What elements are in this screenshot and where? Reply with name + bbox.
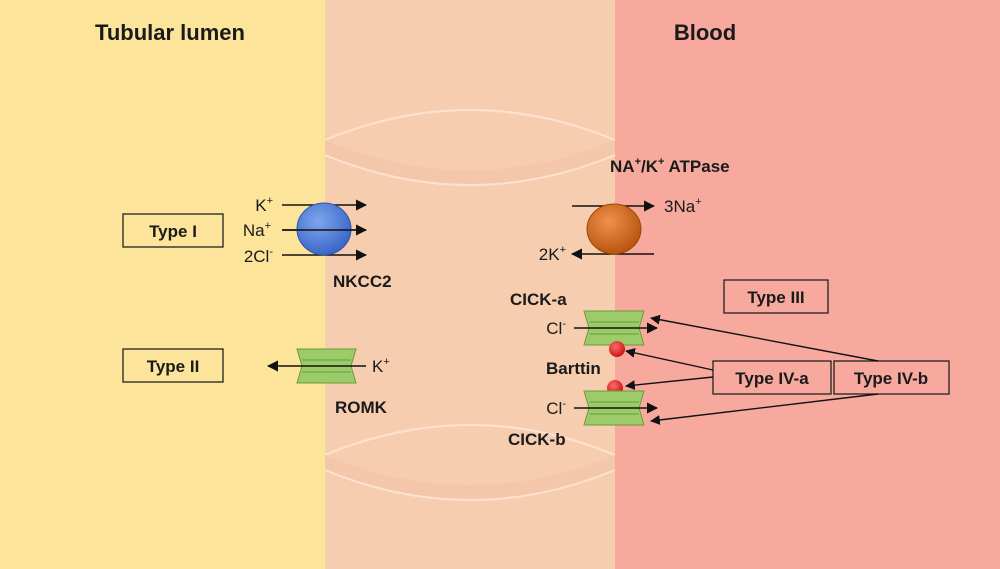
romk-name: ROMK xyxy=(335,398,388,417)
type3-box: Type III xyxy=(723,279,829,314)
clckb-cl-label: Cl- xyxy=(546,398,566,418)
clcka-channel: CICK-a Cl- xyxy=(510,290,659,346)
type1-box: Type I xyxy=(122,213,224,248)
nkcc2-cl-label: 2Cl- xyxy=(244,246,274,266)
blood-title: Blood xyxy=(674,20,736,45)
atpase-name: NA+/K+ ATPase xyxy=(610,156,730,176)
clckb-channel: Cl- CICK-b xyxy=(508,390,659,449)
atpase-k-label: 2K+ xyxy=(539,244,566,264)
type4b-to-clckb xyxy=(650,393,879,425)
type4a-to-barttin-lower xyxy=(625,376,714,390)
nkcc2-na-label: Na+ xyxy=(243,220,271,240)
cell-top-edge xyxy=(324,154,616,186)
blood-region xyxy=(615,0,1000,569)
cell-bottom-band xyxy=(325,455,615,500)
cell-top-band xyxy=(325,140,615,185)
nkcc2-protein xyxy=(296,202,352,256)
romk-k-label: K+ xyxy=(372,356,390,376)
lumen-region xyxy=(0,0,325,569)
cell-bottom-curve xyxy=(324,424,616,456)
nkcc2-transporter: K+ Na+ 2Cl- NKCC2 xyxy=(243,195,392,291)
barttin-dot-upper xyxy=(609,341,625,357)
type3-label: Type III xyxy=(747,288,804,307)
cell-top-curve xyxy=(324,109,616,141)
clcka-name: CICK-a xyxy=(510,290,567,309)
type2-label: Type II xyxy=(147,357,200,376)
type4b-label: Type IV-b xyxy=(854,369,928,388)
type4a-label: Type IV-a xyxy=(735,369,809,388)
type4b-to-clcka xyxy=(650,314,879,362)
nkcc2-name: NKCC2 xyxy=(333,272,392,291)
type4b-box: Type IV-b xyxy=(833,360,950,395)
atpase-transporter: NA+/K+ ATPase 3Na+ 2K+ xyxy=(539,156,730,264)
romk-channel: K+ ROMK xyxy=(266,348,390,417)
lumen-title: Tubular lumen xyxy=(95,20,245,45)
type4a-to-barttin-upper xyxy=(625,348,714,371)
type2-box: Type II xyxy=(122,348,224,383)
atpase-protein xyxy=(586,203,642,255)
clcka-cl-label: Cl- xyxy=(546,318,566,338)
type1-label: Type I xyxy=(149,222,197,241)
cell-bottom-edge xyxy=(324,469,616,501)
clckb-name: CICK-b xyxy=(508,430,566,449)
nkcc2-k-label: K+ xyxy=(255,195,273,215)
barttin-name: Barttin xyxy=(546,359,601,378)
atpase-na-label: 3Na+ xyxy=(664,196,702,216)
